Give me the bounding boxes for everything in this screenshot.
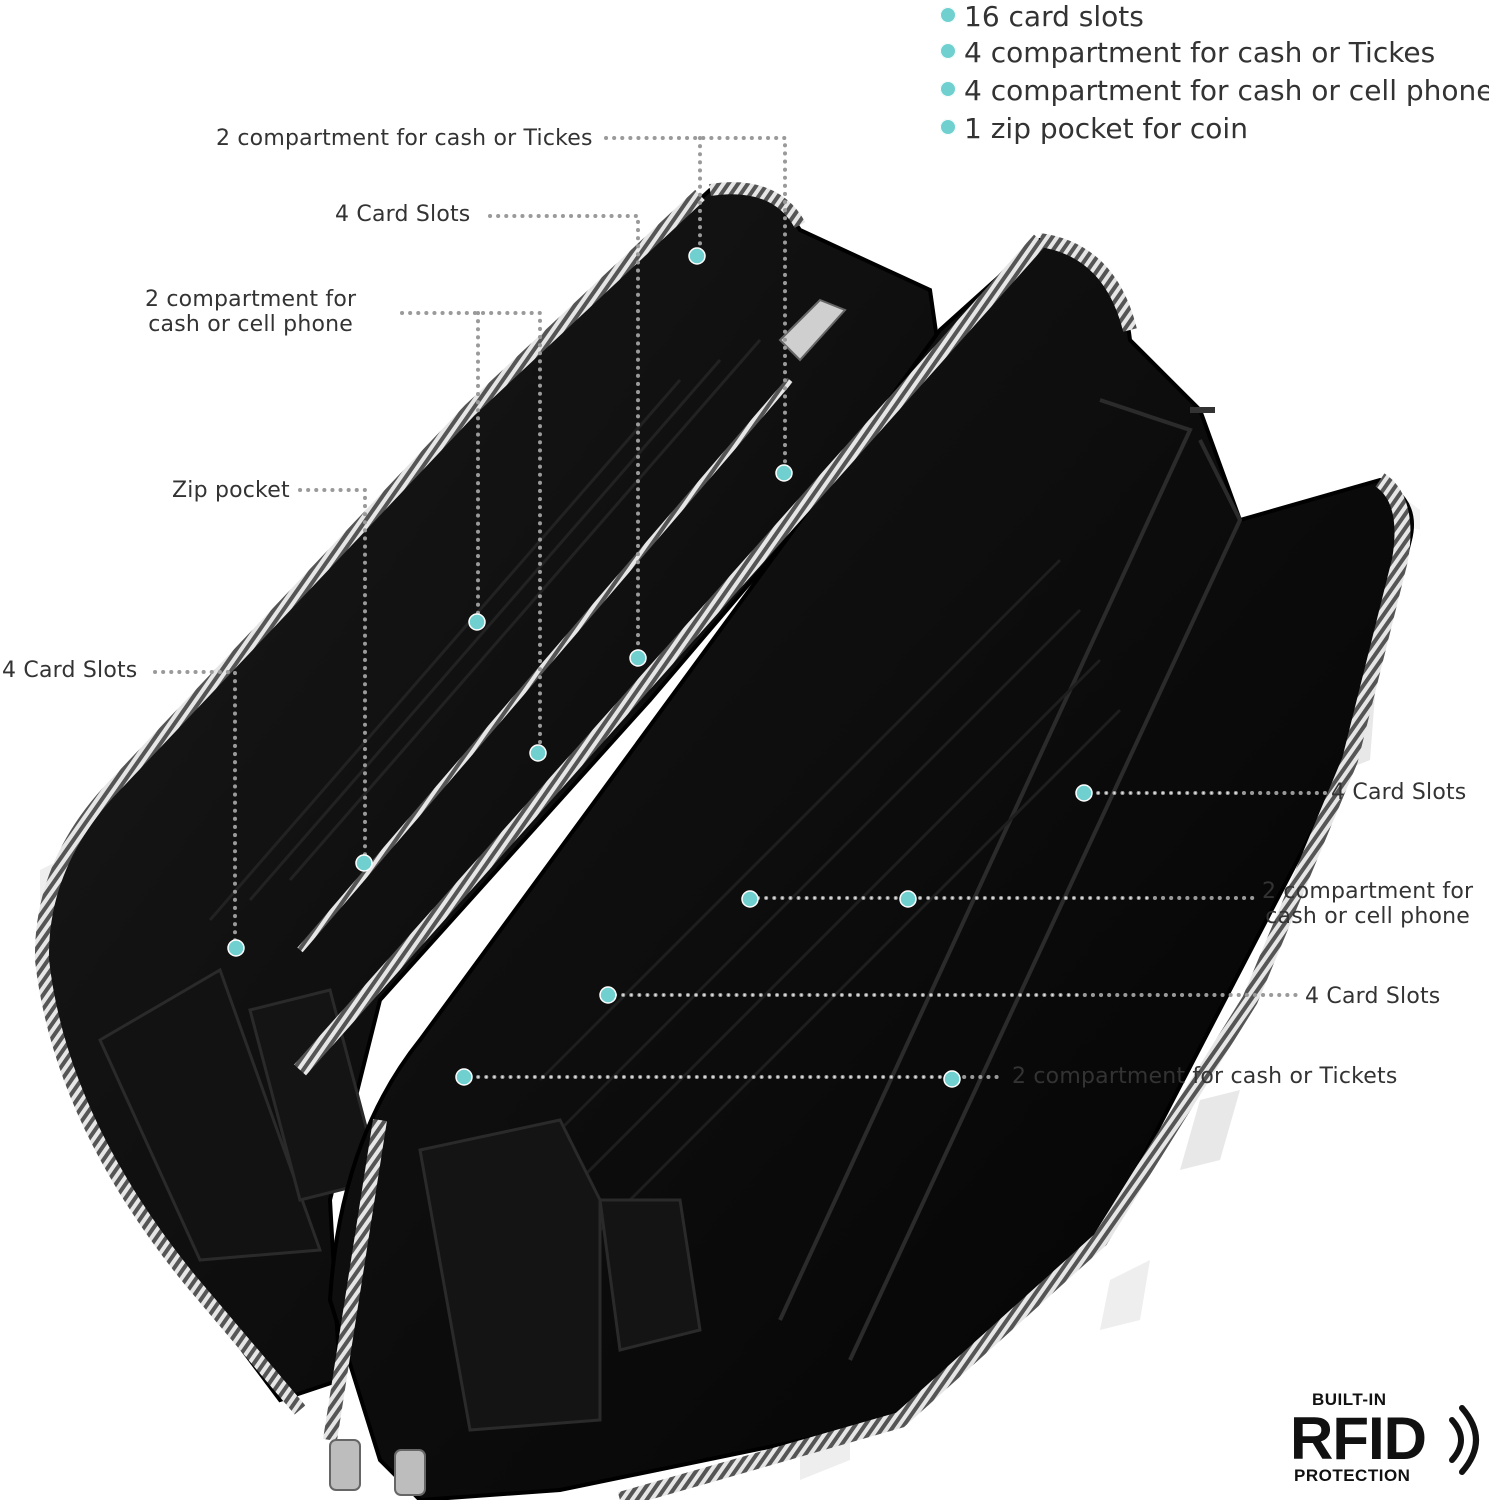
zipper-pulls bbox=[329, 1439, 426, 1496]
teal-dot-icon bbox=[940, 81, 956, 97]
marker-dot bbox=[899, 890, 917, 908]
marker-dot bbox=[529, 744, 547, 762]
feature-item: 1 zip pocket for coin bbox=[940, 112, 1248, 145]
rfid-signal-icon bbox=[1449, 1405, 1479, 1475]
marker-dot bbox=[599, 986, 617, 1004]
teal-dot-icon bbox=[940, 43, 956, 59]
marker-dot bbox=[227, 939, 245, 957]
callout-label-left-3: 2 compartment for cash or cell phone bbox=[145, 287, 357, 338]
rfid-badge-top: BUILT-IN bbox=[1312, 1390, 1387, 1409]
feature-item: 16 card slots bbox=[940, 0, 1144, 33]
marker-dot bbox=[741, 890, 759, 908]
rfid-badge: BUILT-IN RFID PROTECTION bbox=[1290, 1390, 1480, 1490]
callout-label-left-5: 4 Card Slots bbox=[2, 658, 138, 683]
feature-item: 4 compartment for cash or cell phone bbox=[940, 74, 1489, 107]
teal-dot-icon bbox=[940, 7, 956, 23]
callout-label-right-3: 4 Card Slots bbox=[1305, 984, 1441, 1009]
callout-label-left-4: Zip pocket bbox=[172, 478, 290, 503]
teal-dot-icon bbox=[940, 119, 956, 135]
right-wallet-half bbox=[294, 233, 1414, 1500]
callout-label-right-1: 4 Card Slots bbox=[1331, 780, 1467, 805]
marker-dot bbox=[455, 1068, 473, 1086]
left-wallet-half bbox=[34, 182, 943, 1415]
callout-label-right-2: 2 compartment for cash or cell phone bbox=[1262, 879, 1474, 930]
callout-label-right-4: 2 compartment for cash or Tickets bbox=[1012, 1064, 1398, 1089]
callout-markers bbox=[227, 247, 1093, 1088]
marker-dot bbox=[629, 649, 647, 667]
feature-item: 4 compartment for cash or Tickes bbox=[940, 36, 1435, 69]
marker-dot bbox=[943, 1070, 961, 1088]
callout-label-left-2: 4 Card Slots bbox=[335, 202, 471, 227]
marker-dot bbox=[468, 613, 486, 631]
callout-label-left-1: 2 compartment for cash or Tickes bbox=[216, 126, 593, 151]
callout-lines bbox=[153, 136, 1327, 1079]
rfid-badge-bottom: PROTECTION bbox=[1294, 1466, 1411, 1485]
marker-dot bbox=[688, 247, 706, 265]
rfid-badge-main: RFID bbox=[1290, 1405, 1427, 1472]
marker-dot bbox=[355, 854, 373, 872]
marker-dot bbox=[1075, 784, 1093, 802]
marker-dot bbox=[775, 464, 793, 482]
